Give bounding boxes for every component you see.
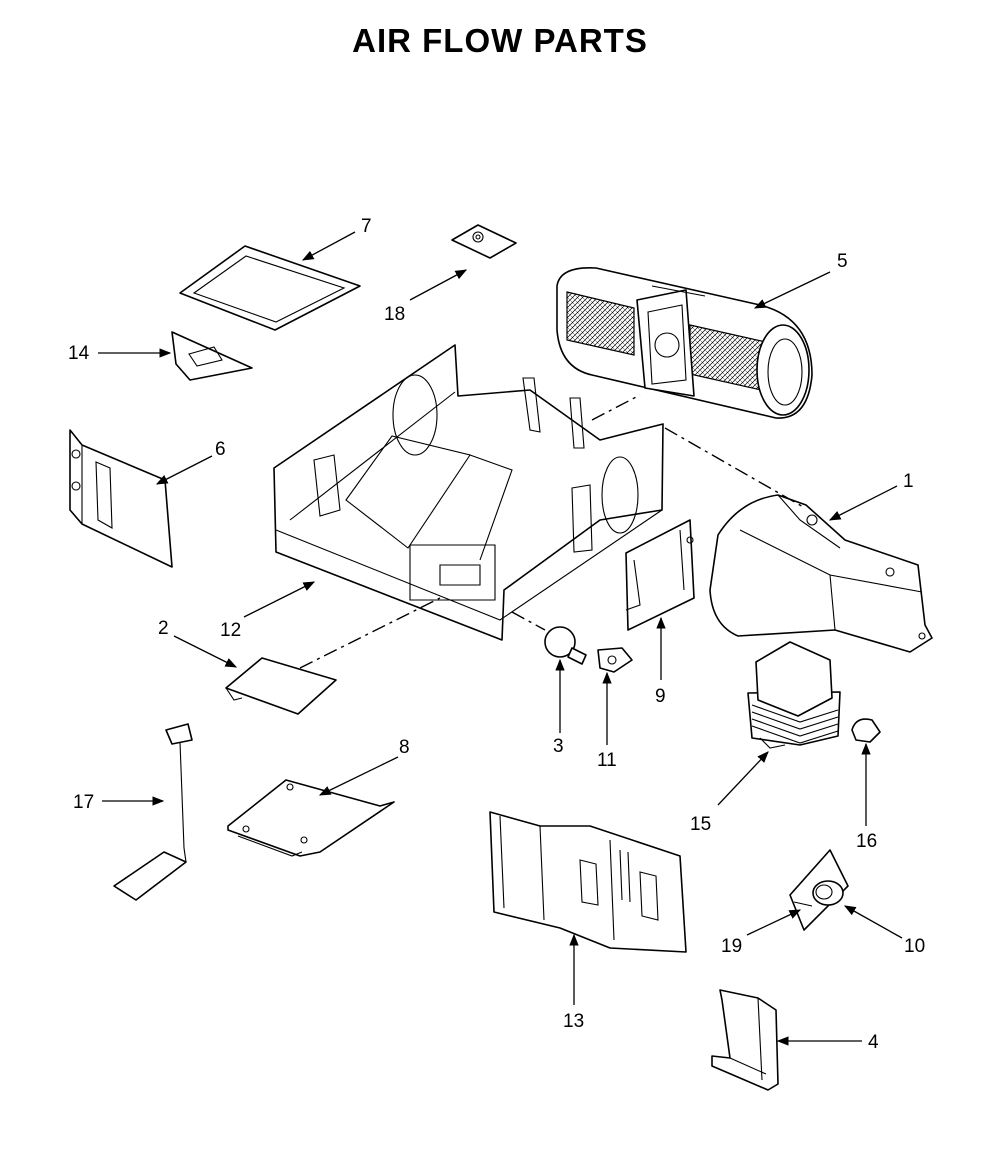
callout-12: 12	[220, 620, 241, 641]
callout-8: 8	[399, 737, 410, 758]
callout-18: 18	[384, 304, 405, 325]
part-1-air-duct[interactable]	[709, 494, 933, 653]
part-14-plate[interactable]	[171, 331, 253, 381]
callout-4: 4	[868, 1032, 879, 1053]
callout-7: 7	[361, 216, 372, 237]
callout-9: 9	[655, 686, 666, 707]
part-17-vertical-bracket[interactable]	[113, 723, 193, 901]
callout-3: 3	[553, 736, 564, 757]
part-2-cover-plate[interactable]	[225, 657, 337, 715]
part-6-side-panel[interactable]	[69, 429, 173, 568]
part-3-lamp-bulb[interactable]	[544, 626, 587, 665]
part-10-stirrer-motor[interactable]	[812, 880, 844, 906]
part-12-base-chassis[interactable]	[273, 344, 664, 641]
alignment-lines	[299, 394, 806, 669]
callout-11: 11	[597, 750, 617, 771]
part-4-vertical-vent[interactable]	[711, 989, 779, 1091]
part-11-lamp-socket[interactable]	[597, 647, 633, 673]
callout-10: 10	[904, 936, 925, 957]
leader-arrows	[98, 231, 903, 1046]
callout-2: 2	[158, 618, 169, 639]
part-5-blower-fan[interactable]	[556, 267, 813, 419]
part-15-transformer[interactable]	[747, 641, 841, 749]
callout-17: 17	[73, 792, 94, 813]
callout-1: 1	[903, 471, 914, 492]
page-title: AIR FLOW PARTS	[352, 22, 648, 59]
part-18-plate[interactable]	[451, 224, 517, 259]
callout-15: 15	[690, 814, 711, 835]
callout-14: 14	[68, 343, 90, 364]
callout-5: 5	[837, 251, 848, 272]
part-9-bracket[interactable]	[625, 519, 695, 631]
callout-16: 16	[856, 831, 877, 852]
callout-6: 6	[215, 439, 226, 460]
callout-19: 19	[721, 936, 742, 957]
callout-13: 13	[563, 1011, 584, 1032]
callout-labels: 7 18 5 14 6 1 12 2 9 3 11 8 17 15 16 19 …	[68, 216, 925, 1053]
part-16-clip[interactable]	[851, 718, 881, 743]
part-13-rear-panel[interactable]	[489, 811, 687, 953]
part-7-filter-frame[interactable]	[179, 245, 361, 331]
part-8-deflector[interactable]	[227, 779, 395, 857]
